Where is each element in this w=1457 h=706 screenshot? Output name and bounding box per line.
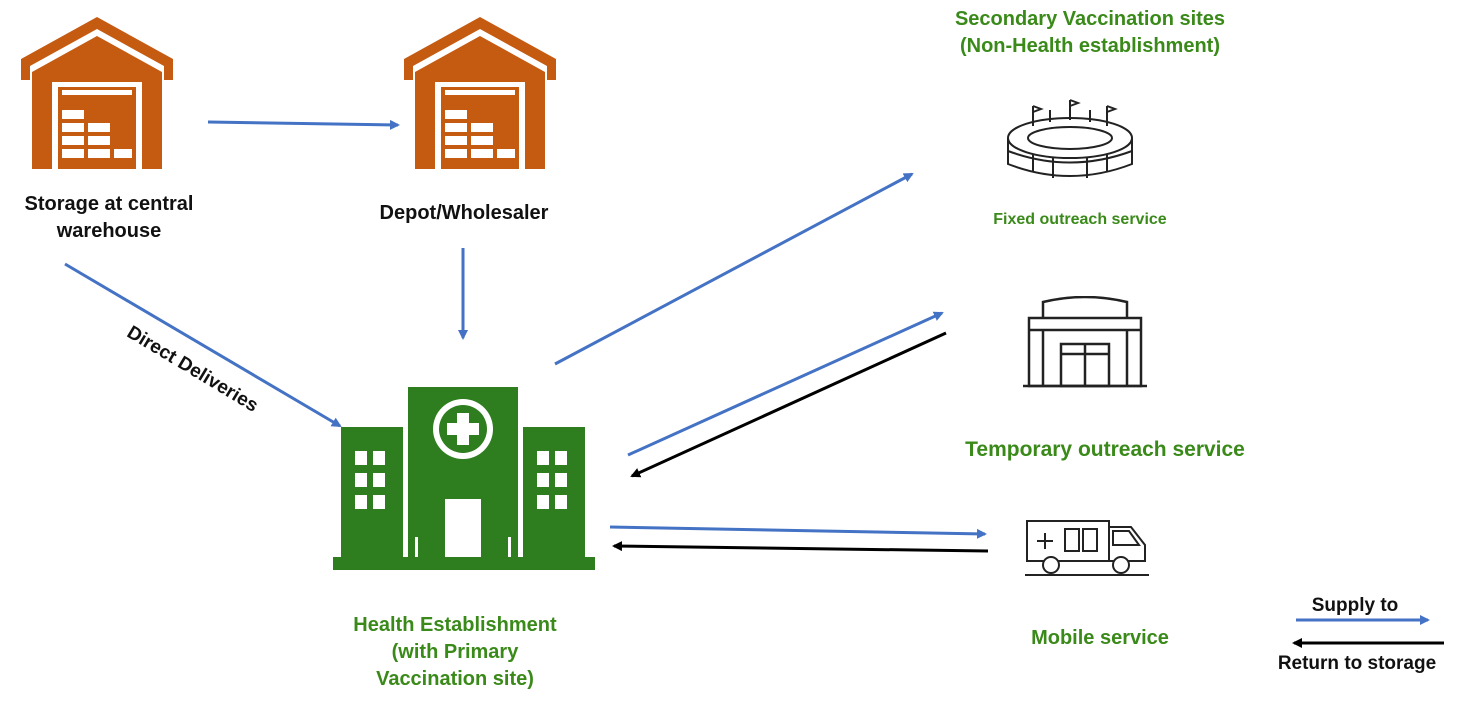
fixed-outreach-label: Fixed outreach service (993, 211, 1167, 228)
warehouse-label-line2: warehouse (56, 220, 162, 242)
secondary-title-line2: (Non-Health establishment) (959, 35, 1221, 57)
health-label-line1: Health Establishment (353, 614, 557, 636)
ambulance-icon (1025, 520, 1149, 576)
legend-return-label: Return to storage (1277, 653, 1437, 674)
arrow-health-to-mobile (609, 525, 987, 539)
arrow-warehouse-to-depot (207, 119, 400, 130)
warehouse-label-line1: Storage at central (24, 193, 194, 215)
depot-label: Depot/Wholesaler (379, 202, 549, 224)
arrow-health-to-temporary (627, 311, 944, 457)
warehouse-icon (404, 17, 556, 169)
stadium-icon (1007, 99, 1133, 178)
mobile-service-label: Mobile service (1031, 627, 1169, 649)
arrow-direct-deliveries (64, 262, 342, 428)
warehouse-label: Storage at central warehouse (2, 191, 216, 245)
building-icon (1023, 296, 1147, 388)
temporary-outreach-label: Temporary outreach service (965, 438, 1245, 461)
health-label-line2: (with Primary (391, 641, 519, 663)
secondary-title-line1: Secondary Vaccination sites (954, 8, 1226, 30)
arrow-health-to-fixed (554, 172, 914, 366)
hospital-icon (333, 387, 595, 570)
arrow-mobile-return (612, 541, 989, 553)
warehouse-icon (21, 17, 173, 169)
secondary-sites-title: Secondary Vaccination sites (Non-Health … (905, 6, 1275, 60)
arrow-temporary-return (630, 331, 947, 478)
legend-supply-label: Supply to (1311, 595, 1399, 616)
health-establishment-label: Health Establishment (with Primary Vacci… (305, 612, 605, 693)
health-label-line3: Vaccination site) (376, 668, 534, 690)
